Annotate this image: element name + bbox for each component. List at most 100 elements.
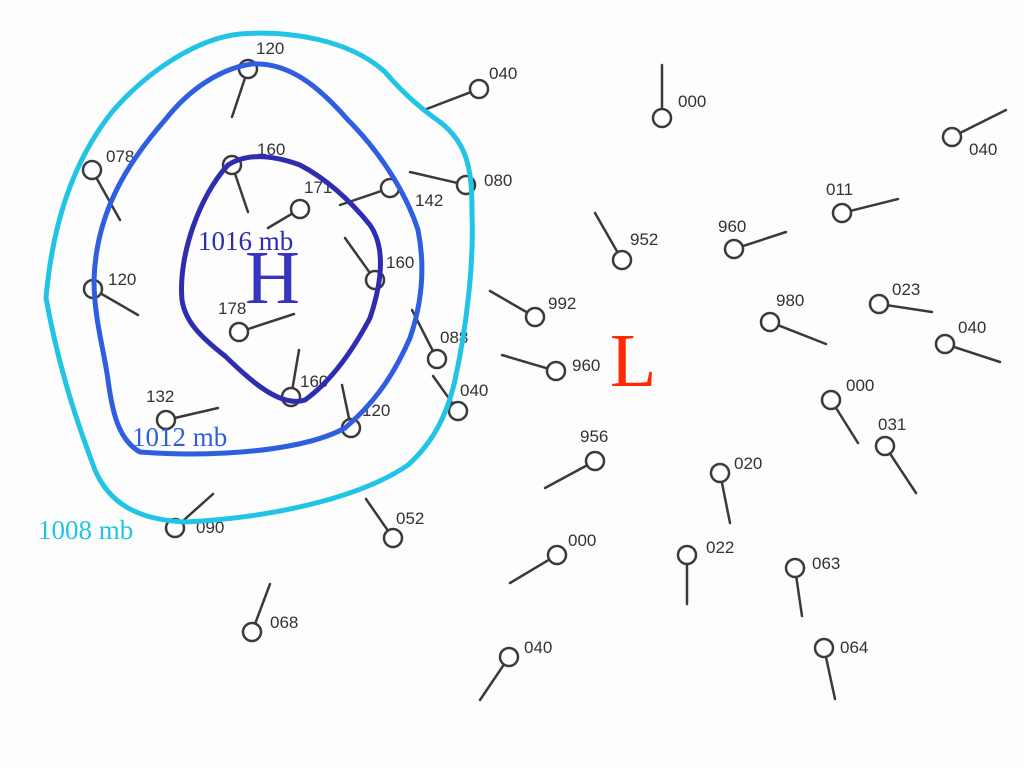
station-wind-stem [593, 211, 619, 254]
station-pressure-label: 011 [826, 180, 853, 199]
station-pressure-label: 120 [108, 270, 136, 289]
station-pressure-label: 040 [524, 638, 552, 657]
station-wind-stem [834, 406, 860, 445]
station-pressure-label: 064 [840, 638, 868, 657]
station-model: 952 [593, 211, 658, 271]
station-model: 052 [364, 497, 424, 549]
station-model: 078 [81, 147, 134, 222]
station-wind-stem [720, 480, 732, 525]
station-pressure-label: 031 [878, 415, 906, 434]
station-model: 064 [813, 637, 868, 701]
station-pressure-label: 960 [718, 217, 746, 236]
high-pressure-center: H [245, 236, 300, 320]
station-circle [723, 238, 745, 260]
station-wind-stem [99, 292, 140, 317]
station-circle [813, 637, 835, 659]
station-pressure-label: 040 [460, 381, 488, 400]
station-pressure-label: 178 [218, 299, 246, 318]
station-model: 023 [868, 280, 934, 315]
station-circle [584, 450, 606, 472]
station-wind-stem [364, 497, 390, 532]
station-pressure-label: 160 [257, 140, 285, 159]
station-model: 000 [508, 531, 596, 585]
station-circle [81, 159, 103, 181]
station-model: 022 [676, 538, 734, 606]
station-wind-stem [340, 383, 351, 421]
station-pressure-label: 040 [489, 64, 517, 83]
station-wind-stem [408, 170, 459, 185]
station-wind-stem [422, 90, 472, 112]
station-circle [241, 621, 263, 643]
station-wind-stem [488, 289, 529, 314]
station-wind-stem [253, 582, 272, 625]
station-model: 040 [934, 318, 1002, 364]
station-model: 132 [146, 387, 220, 431]
station-circle [382, 527, 404, 549]
station-pressure-label: 052 [396, 509, 424, 528]
station-model: 040 [941, 108, 1008, 159]
station-pressure-label: 132 [146, 387, 174, 406]
station-pressure-label: 142 [415, 191, 443, 210]
station-wind-stem [849, 197, 900, 213]
station-wind-stem [478, 663, 506, 702]
station-pressure-label: 956 [580, 427, 608, 446]
station-circle [874, 435, 896, 457]
station-pressure-label: 000 [678, 92, 706, 111]
station-circle [498, 646, 520, 668]
station-model: 068 [241, 582, 298, 643]
station-pressure-label: 022 [706, 538, 734, 557]
station-model: 040 [422, 64, 517, 112]
station-circle [820, 389, 842, 411]
station-wind-stem [741, 230, 788, 248]
station-wind-stem [266, 212, 294, 230]
station-wind-stem [180, 492, 215, 524]
station-model: 063 [784, 554, 840, 618]
station-circle [546, 544, 568, 566]
station-model: 178 [218, 299, 296, 343]
station-wind-stem [343, 236, 372, 274]
isobar-label-1016: 1016 mb [198, 226, 293, 256]
station-circle [545, 360, 567, 382]
station-model: 992 [488, 289, 576, 328]
station-circle [941, 126, 963, 148]
station-circle [831, 202, 853, 224]
station-pressure-label: 120 [256, 39, 284, 58]
station-wind-stem [233, 172, 250, 214]
station-pressure-label: 980 [776, 291, 804, 310]
station-model: 980 [759, 291, 828, 346]
station-wind-stem [508, 558, 551, 585]
station-circle [155, 409, 177, 431]
station-wind-stem [173, 406, 220, 420]
station-pressure-label: 960 [572, 356, 600, 375]
isobar-1016 [179, 154, 384, 404]
station-pressure-label: 000 [568, 531, 596, 550]
station-circle [228, 321, 250, 343]
isobar-label-1012: 1012 mb [132, 422, 227, 452]
station-model: 000 [820, 376, 874, 445]
station-model: 040 [431, 374, 488, 422]
station-wind-stem [543, 464, 589, 490]
station-pressure-label: 040 [969, 140, 997, 159]
station-circle [524, 306, 546, 328]
station-model: 960 [500, 353, 600, 382]
station-model: 031 [874, 415, 918, 495]
station-circle [651, 107, 673, 129]
station-wind-stem [886, 304, 934, 314]
station-model: 000 [651, 63, 706, 129]
low-pressure-center: L [610, 319, 656, 403]
station-wind-stem [795, 575, 804, 618]
station-pressure-label: 063 [812, 554, 840, 573]
isobar-layer: 1016 mb 1012 mb 1008 mb [38, 30, 475, 545]
isobar-label-1008: 1008 mb [38, 515, 133, 545]
station-wind-stem [500, 353, 549, 370]
station-wind-stem [824, 655, 837, 701]
station-pressure-label: 078 [106, 147, 134, 166]
station-pressure-label: 040 [958, 318, 986, 337]
station-pressure-label: 020 [734, 454, 762, 473]
station-model: 011 [826, 180, 900, 224]
station-circle [468, 78, 490, 100]
station-circle [868, 293, 890, 315]
station-circle [447, 400, 469, 422]
station-pressure-label: 952 [630, 230, 658, 249]
